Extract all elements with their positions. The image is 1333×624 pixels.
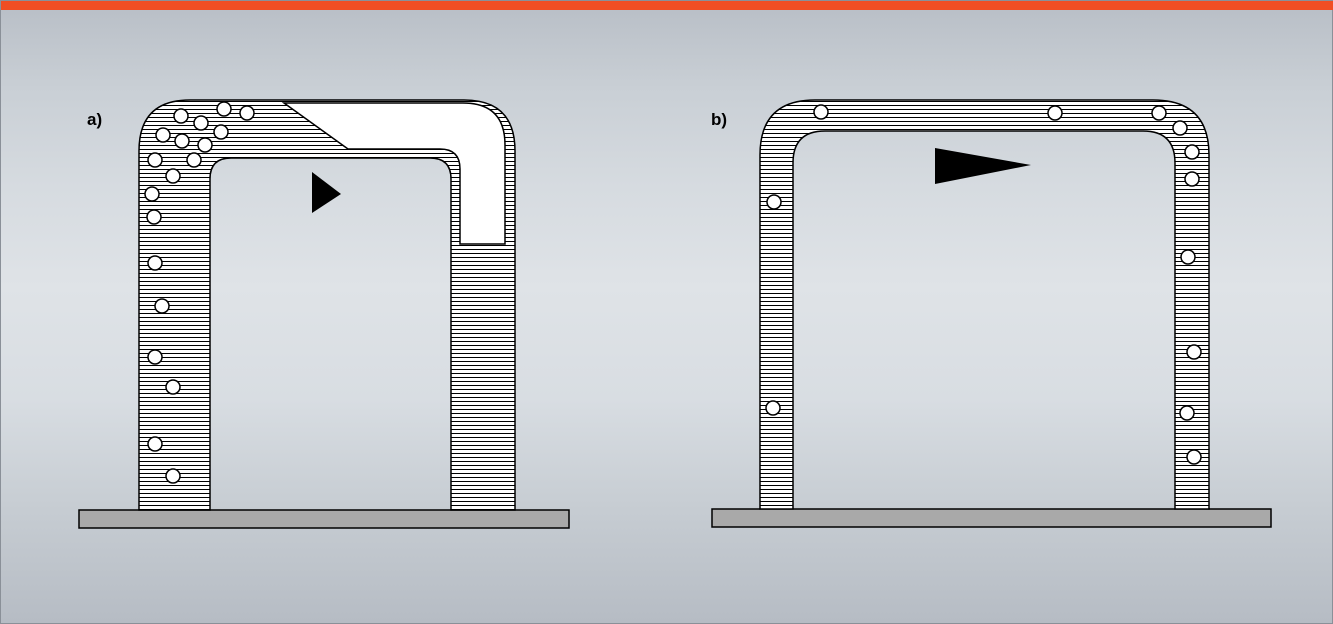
panel-b-flow-arrow bbox=[935, 148, 1031, 184]
pore bbox=[1047, 105, 1063, 121]
panel-b: b) bbox=[711, 99, 1272, 528]
pore bbox=[154, 298, 170, 314]
pore bbox=[765, 400, 781, 416]
pore bbox=[165, 168, 181, 184]
pore bbox=[1186, 449, 1202, 465]
pore bbox=[147, 255, 163, 271]
pore bbox=[1184, 171, 1200, 187]
pore bbox=[1180, 249, 1196, 265]
pore bbox=[1151, 105, 1167, 121]
panel-b-base-plate bbox=[711, 508, 1272, 528]
pore bbox=[147, 349, 163, 365]
panel-b-pores bbox=[765, 104, 1202, 465]
pore bbox=[193, 115, 209, 131]
pore bbox=[147, 436, 163, 452]
panel-a-label: a) bbox=[87, 110, 102, 129]
panel-a-pores bbox=[144, 101, 255, 484]
panel-a-flow-arrow bbox=[312, 172, 341, 213]
pore bbox=[813, 104, 829, 120]
pore bbox=[1179, 405, 1195, 421]
pore bbox=[173, 108, 189, 124]
pore bbox=[766, 194, 782, 210]
pore bbox=[165, 468, 181, 484]
pore bbox=[197, 137, 213, 153]
panel-b-label: b) bbox=[711, 110, 727, 129]
pore bbox=[147, 152, 163, 168]
pore bbox=[1186, 344, 1202, 360]
pore bbox=[216, 101, 232, 117]
pore bbox=[1172, 120, 1188, 136]
panel-a-base-plate bbox=[78, 509, 570, 529]
pore bbox=[239, 105, 255, 121]
panel-a: a) bbox=[78, 99, 570, 529]
pore bbox=[144, 186, 160, 202]
pore bbox=[1184, 144, 1200, 160]
pore bbox=[165, 379, 181, 395]
panel-a-void bbox=[281, 102, 506, 245]
accent-bar bbox=[1, 1, 1333, 10]
pore bbox=[174, 133, 190, 149]
pore bbox=[146, 209, 162, 225]
panel-b-arch bbox=[759, 99, 1210, 510]
pore bbox=[186, 152, 202, 168]
pore bbox=[213, 124, 229, 140]
pore bbox=[155, 127, 171, 143]
